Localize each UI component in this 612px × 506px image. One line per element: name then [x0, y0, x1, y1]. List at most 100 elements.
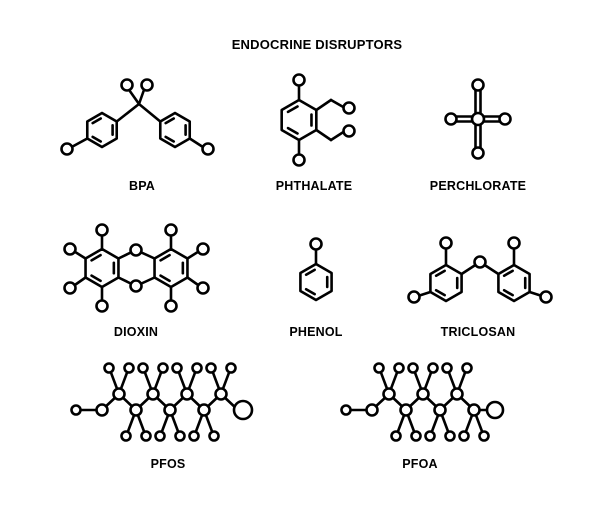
double-bond	[502, 269, 514, 278]
double-bond	[90, 253, 102, 262]
hydroxyl-atom	[507, 236, 521, 250]
carbon-atom	[95, 403, 109, 417]
chlorine-atom	[95, 299, 109, 313]
dioxin-label: DIOXIN	[113, 325, 159, 339]
carbon-atom	[399, 403, 413, 417]
phenol-molecule	[299, 237, 333, 302]
tail-atom	[70, 404, 82, 416]
oxygen-atom	[129, 279, 143, 293]
double-bond	[91, 117, 103, 125]
chlorine-atom	[470, 111, 486, 127]
carbon-atom	[214, 387, 228, 401]
fluorine-atom	[225, 362, 237, 374]
fluorine-atom	[140, 430, 152, 442]
perchlorate-molecule	[444, 78, 512, 160]
fluorine-atom	[123, 362, 135, 374]
tail-atom	[340, 404, 352, 416]
pfos-label: PFOS	[150, 457, 186, 471]
hydroxyl-atom	[60, 142, 74, 156]
double-bond	[286, 105, 299, 114]
fluorine-atom	[373, 362, 385, 374]
triclosan-molecule	[407, 236, 553, 304]
fluorine-atom	[458, 430, 470, 442]
carbon-atom	[197, 403, 211, 417]
carbon-atom	[450, 387, 464, 401]
oxygen-atom	[473, 255, 487, 269]
bond	[137, 102, 162, 123]
chlorine-atom	[196, 281, 210, 295]
double-bond	[304, 268, 316, 277]
chlorine-atom	[196, 242, 210, 256]
oxygen-atom	[498, 112, 512, 126]
phenol-label: PHENOL	[289, 325, 343, 339]
pfoa-molecule	[340, 362, 505, 442]
chlorine-atom	[164, 299, 178, 313]
methyl-atom	[140, 78, 154, 92]
double-bond	[164, 117, 176, 125]
fluorine-atom	[410, 430, 422, 442]
fluorine-atom	[407, 362, 419, 374]
chlorine-atom	[439, 236, 453, 250]
bpa-label: BPA	[128, 179, 156, 193]
fluorine-atom	[174, 430, 186, 442]
fluorine-atom	[441, 362, 453, 374]
fluorine-atom	[427, 362, 439, 374]
fluorine-atom	[154, 430, 166, 442]
fluorine-atom	[191, 362, 203, 374]
fluorine-atom	[208, 430, 220, 442]
double-bond	[434, 269, 446, 278]
fluorine-atom	[171, 362, 183, 374]
fluorine-atom	[103, 362, 115, 374]
hydroxyl-atom	[201, 142, 215, 156]
chlorine-atom	[63, 281, 77, 295]
carbon-atom	[129, 403, 143, 417]
double-bond	[304, 287, 316, 296]
fluorine-atom	[444, 430, 456, 442]
fluorine-atom	[393, 362, 405, 374]
carbon-atom	[467, 403, 481, 417]
carbon-atom	[112, 387, 126, 401]
hydroxyl-atom	[309, 237, 323, 251]
fluorine-atom	[137, 362, 149, 374]
fluorine-atom	[424, 430, 436, 442]
oxygen-atom	[471, 146, 485, 160]
fluorine-atom	[390, 430, 402, 442]
fluorine-atom	[188, 430, 200, 442]
carbon-atom	[146, 387, 160, 401]
carbon-atom	[163, 403, 177, 417]
carbon-atom	[433, 403, 447, 417]
phthalate-molecule	[280, 73, 356, 167]
double-bond	[159, 253, 171, 262]
bond	[115, 102, 141, 123]
oxygen-atom	[129, 243, 143, 257]
ester-atom	[342, 101, 356, 115]
methyl-atom	[120, 78, 134, 92]
pfoa-label: PFOA	[402, 457, 438, 471]
end-group-atom	[485, 400, 505, 420]
fluorine-atom	[157, 362, 169, 374]
double-bond	[91, 135, 103, 143]
double-bond	[90, 274, 102, 283]
chlorine-atom	[164, 223, 178, 237]
bond	[315, 98, 333, 112]
oxygen-atom	[292, 153, 306, 167]
fluorine-atom	[205, 362, 217, 374]
double-bond	[286, 126, 299, 135]
carbon-atom	[416, 387, 430, 401]
page-title: ENDOCRINE DISRUPTORS	[231, 37, 403, 52]
triclosan-label: TRICLOSAN	[440, 325, 516, 339]
perchlorate-label: PERCHLORATE	[429, 179, 527, 193]
chlorine-atom	[539, 290, 553, 304]
oxygen-atom	[444, 112, 458, 126]
double-bond	[159, 274, 171, 283]
ring-bond	[299, 262, 333, 302]
pfos-molecule	[70, 362, 254, 442]
carbon-atom	[365, 403, 379, 417]
double-bond	[434, 288, 446, 297]
bond	[315, 128, 333, 142]
dioxin-molecule	[63, 223, 210, 313]
end-group-atom	[232, 399, 254, 421]
oxygen-atom	[471, 78, 485, 92]
